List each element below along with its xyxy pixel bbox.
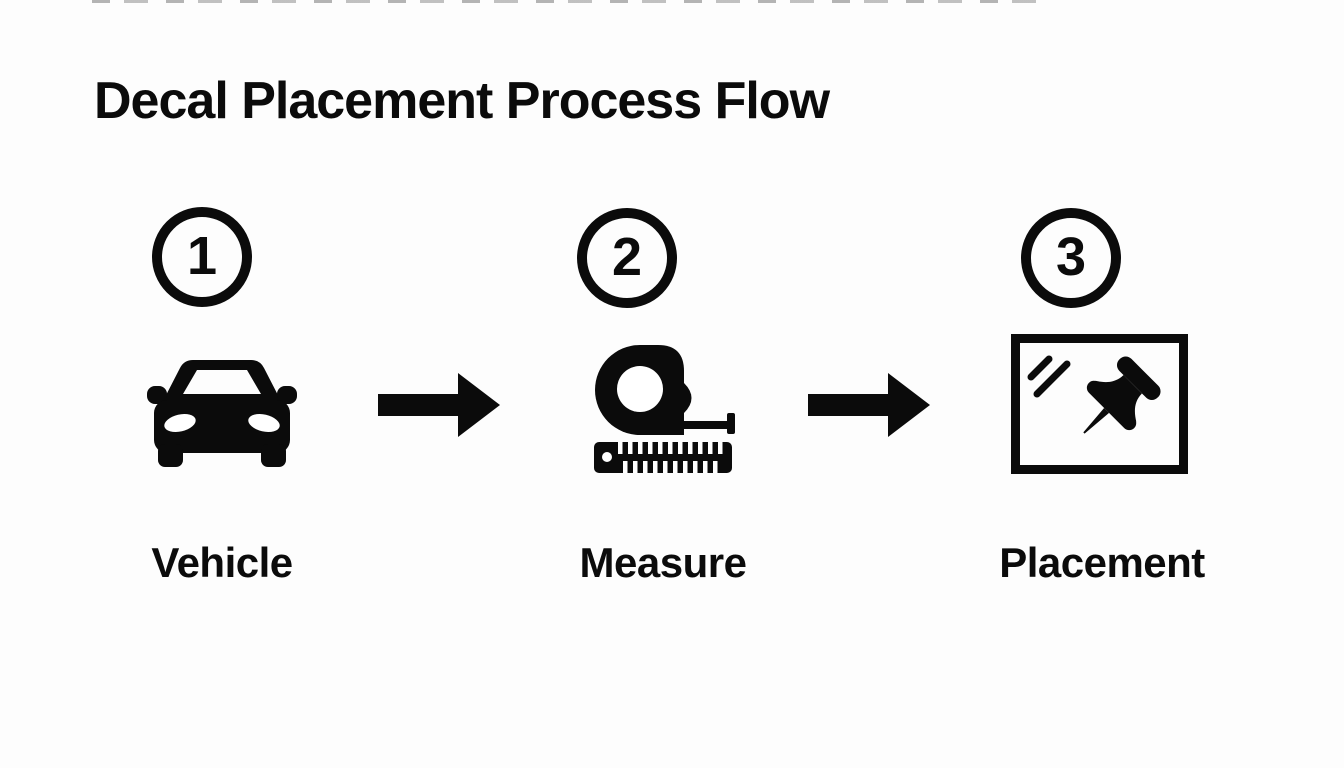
car-front-icon — [147, 360, 297, 467]
arrow-right-icon — [808, 373, 930, 437]
step-3-number: 3 — [1055, 227, 1087, 287]
page-title: Decal Placement Process Flow — [94, 72, 830, 130]
step-2-number-badge: 2 — [577, 208, 677, 308]
step-1-number: 1 — [186, 226, 218, 286]
step-2-label: Measure — [579, 539, 747, 586]
measuring-tape-icon — [594, 345, 742, 473]
step-2-number: 2 — [611, 227, 643, 287]
pinned-decal-icon — [1011, 334, 1188, 474]
step-1-label: Vehicle — [151, 539, 293, 586]
step-1-number-badge: 1 — [152, 207, 252, 307]
cropped-dashed-line — [92, 0, 1040, 3]
step-3-number-badge: 3 — [1021, 208, 1121, 308]
step-3-label: Placement — [999, 539, 1205, 586]
arrow-right-icon — [378, 373, 500, 437]
